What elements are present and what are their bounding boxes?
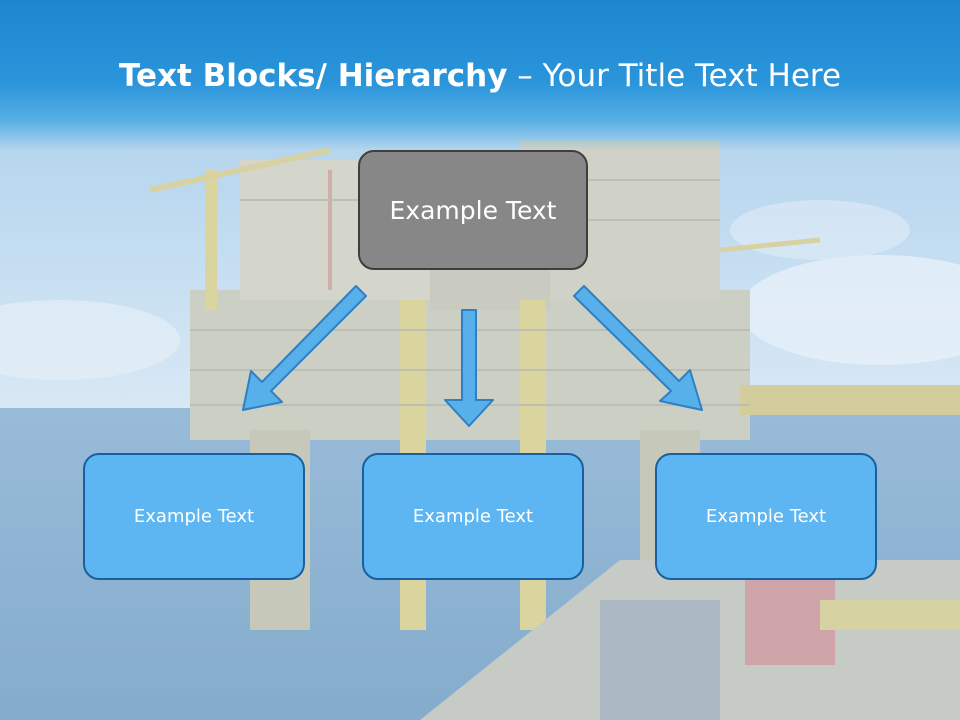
slide-title: Text Blocks/ Hierarchy – Your Title Text… <box>0 52 960 100</box>
hierarchy-child-box-3: Example Text <box>655 453 877 580</box>
title-bold-part: Text Blocks/ Hierarchy <box>118 58 508 94</box>
arrow-to-right-child <box>573 285 703 411</box>
title-rest-part: Your Title Text Here <box>542 58 842 94</box>
arrow-to-left-child <box>242 285 367 411</box>
hierarchy-child-label-2: Example Text <box>412 506 534 527</box>
hierarchy-child-label-3: Example Text <box>705 506 827 527</box>
title-banner <box>0 0 960 150</box>
hierarchy-top-box: Example Text <box>358 150 588 270</box>
hierarchy-child-box-2: Example Text <box>362 453 584 580</box>
title-separator: – <box>507 58 543 94</box>
hierarchy-child-label-1: Example Text <box>133 506 255 527</box>
hierarchy-top-label: Example Text <box>389 195 557 225</box>
hierarchy-child-box-1: Example Text <box>83 453 305 580</box>
arrow-to-center-child <box>444 309 494 427</box>
